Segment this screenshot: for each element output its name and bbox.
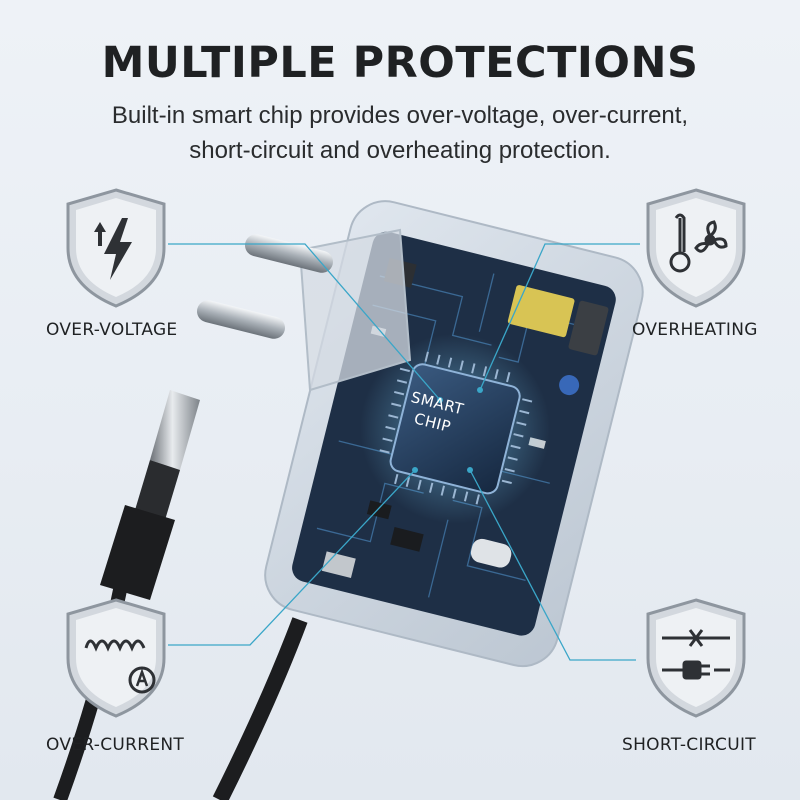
over-voltage-shield: [66, 188, 166, 308]
subtitle-line-1: Built-in smart chip provides over-voltag…: [111, 102, 689, 129]
page-subtitle: Built-in smart chip provides over-voltag…: [60, 98, 740, 168]
over-current-label: OVER-CURRENT: [46, 735, 185, 755]
lightning-arrow-icon: [94, 218, 132, 280]
plug-pins: [197, 228, 412, 392]
overheating-shield: [646, 188, 746, 308]
overheating-label: OVERHEATING: [632, 320, 758, 340]
over-voltage-label: OVER-VOLTAGE: [46, 320, 178, 340]
callout-lines: [168, 243, 640, 661]
dc-connector: [53, 390, 308, 800]
short-circuit-label: SHORT-CIRCUIT: [622, 735, 756, 755]
thermometer-fan-icon: [669, 213, 728, 273]
subtitle-line-2: short-circuit and overheating protection…: [189, 137, 611, 164]
coil-ammeter-icon: [84, 639, 156, 694]
over-current-shield: [66, 598, 166, 718]
short-circuit-shield: [646, 598, 746, 718]
page-title: MULTIPLE PROTECTIONS: [101, 38, 699, 88]
broken-wire-plug-icon: [662, 629, 730, 680]
